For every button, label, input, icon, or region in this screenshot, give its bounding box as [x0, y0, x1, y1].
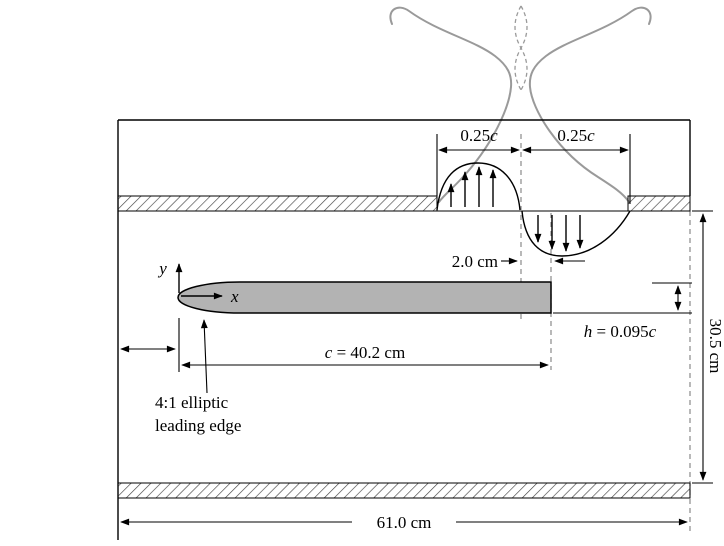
leading-edge-callout-arrow: [200, 319, 208, 394]
x-axis-label: x: [230, 287, 239, 306]
inflow-profile: [521, 210, 631, 257]
tunnel-width-dimension: 61.0 cm: [120, 513, 688, 532]
thickness-dimension: h = 0.095c: [553, 282, 692, 341]
wake-centerline-braid-b: [514, 5, 528, 91]
inflow-profile-curve: [521, 210, 631, 257]
top-wall-right-segment: [627, 195, 691, 212]
streamline-right-curve: [528, 6, 652, 203]
chord-dimension: c = 40.2 cm: [120, 318, 549, 372]
slot-left-dimension-label: 0.25c: [460, 126, 498, 145]
tunnel-height-dimension: 30.5 cm: [692, 210, 724, 484]
leading-edge-label-line1: 4:1 elliptic: [155, 393, 229, 412]
chord-dimension-label: c = 40.2 cm: [325, 343, 405, 362]
slot-right-dimension-label: 0.25c: [557, 126, 595, 145]
top-wall-left-segment: [117, 195, 438, 212]
bottom-wall: [117, 482, 691, 499]
outflow-profile: [436, 162, 521, 211]
gap-dimension-label: 2.0 cm: [452, 252, 498, 271]
leading-edge-label-line2: leading edge: [155, 416, 241, 435]
slot-dimensions: 0.25c 0.25c: [436, 126, 631, 204]
tunnel-walls: [117, 195, 691, 499]
coordinate-axes: y x: [157, 259, 239, 306]
outflow-profile-curve: [436, 162, 521, 211]
leading-edge-callout: 4:1 elliptic leading edge: [155, 319, 241, 435]
tunnel-height-label: 30.5 cm: [706, 319, 724, 374]
tunnel-outline: [117, 119, 691, 540]
thickness-dimension-label: h = 0.095c: [584, 322, 657, 341]
flat-plate: [177, 281, 552, 314]
tunnel-width-label: 61.0 cm: [377, 513, 432, 532]
y-axis-label: y: [157, 259, 167, 278]
gap-dimension: 2.0 cm: [452, 252, 585, 271]
